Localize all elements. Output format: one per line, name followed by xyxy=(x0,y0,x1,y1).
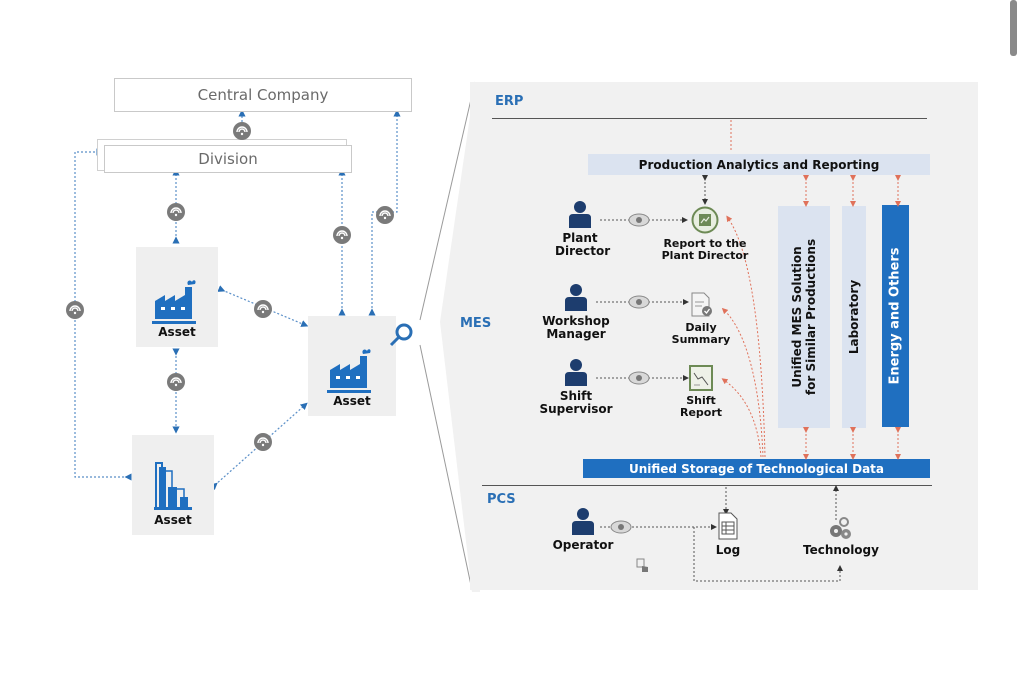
role-workshop-manager[interactable]: Workshop Manager xyxy=(538,283,614,341)
zoom-wedge-top xyxy=(419,81,476,321)
asset-card[interactable]: Asset xyxy=(132,435,214,535)
wifi-icon xyxy=(167,203,185,221)
wifi-icon xyxy=(233,122,251,140)
eye-icon xyxy=(610,520,632,534)
pcs-divider xyxy=(482,485,932,486)
wifi-icon xyxy=(376,206,394,224)
asset-label: Asset xyxy=(333,394,371,408)
role-name: Operator xyxy=(552,538,614,552)
eye-icon xyxy=(628,371,650,385)
role-name: Shift Supervisor xyxy=(539,389,613,416)
gears-icon xyxy=(830,517,851,539)
role-name: Workshop Manager xyxy=(542,314,610,341)
doc-shift-report[interactable]: Shift Report xyxy=(672,365,730,419)
pcs-technology-label: Technology xyxy=(803,543,879,557)
role-plant-director[interactable]: Plant Director xyxy=(555,200,611,258)
analytics-bar[interactable]: Production Analytics and Reporting xyxy=(588,154,930,175)
asset-card[interactable]: Asset xyxy=(136,247,218,347)
terminal-hand-icon xyxy=(636,558,648,572)
division-label: Division xyxy=(198,150,258,168)
panel-left-edge xyxy=(440,82,480,592)
analytics-label: Production Analytics and Reporting xyxy=(638,157,880,172)
magnifier-icon[interactable] xyxy=(388,322,414,348)
eye-icon xyxy=(628,295,650,309)
factory-icon xyxy=(152,280,196,324)
column-laboratory[interactable]: Laboratory xyxy=(842,206,866,428)
central-company-box: Central Company xyxy=(114,78,412,112)
pcs-technology[interactable]: Technology xyxy=(800,516,882,557)
person-icon xyxy=(565,284,587,311)
report-chart-icon xyxy=(691,206,719,234)
wifi-icon xyxy=(254,300,272,318)
doc-label: Shift Report xyxy=(679,394,723,419)
factory-icon xyxy=(327,349,371,393)
role-operator[interactable]: Operator xyxy=(552,507,614,552)
doc-label: Daily Summary xyxy=(671,321,731,346)
person-icon xyxy=(565,359,587,386)
checked-document-icon xyxy=(691,292,712,317)
refinery-icon xyxy=(154,462,192,510)
layer-label-mes: MES xyxy=(460,316,492,331)
asset-card-selected[interactable]: Asset xyxy=(308,316,396,416)
role-shift-supervisor[interactable]: Shift Supervisor xyxy=(538,358,614,416)
zoom-wedge-bottom xyxy=(419,344,473,591)
central-company-label: Central Company xyxy=(197,86,329,104)
erp-divider xyxy=(492,118,927,119)
storage-bar[interactable]: Unified Storage of Technological Data xyxy=(583,459,930,478)
division-box: Division xyxy=(104,145,352,173)
asset-label: Asset xyxy=(158,325,196,339)
doc-daily-summary[interactable]: Daily Summary xyxy=(670,292,732,346)
wifi-icon xyxy=(167,373,185,391)
layer-label-pcs: PCS xyxy=(487,492,516,507)
role-name: Plant Director xyxy=(555,231,611,258)
wifi-icon xyxy=(254,433,272,451)
column-unified-mes[interactable]: Unified MES Solution for Similar Product… xyxy=(778,206,830,428)
column-energy[interactable]: Energy and Others xyxy=(882,205,909,427)
layer-label-erp: ERP xyxy=(495,94,524,109)
doc-report-plant-director[interactable]: Report to the Plant Director xyxy=(660,206,750,262)
graph-document-icon xyxy=(689,365,713,391)
wifi-icon xyxy=(66,301,84,319)
pcs-log[interactable]: Log xyxy=(708,512,748,557)
person-icon xyxy=(572,508,594,535)
doc-label: Report to the Plant Director xyxy=(661,237,749,262)
asset-label: Asset xyxy=(154,513,192,527)
person-icon xyxy=(569,201,591,228)
vertical-scrollbar[interactable] xyxy=(1010,0,1017,56)
log-document-icon xyxy=(718,512,738,540)
pcs-log-label: Log xyxy=(715,543,741,557)
storage-label: Unified Storage of Technological Data xyxy=(628,461,885,476)
eye-icon xyxy=(628,213,650,227)
wifi-icon xyxy=(333,226,351,244)
